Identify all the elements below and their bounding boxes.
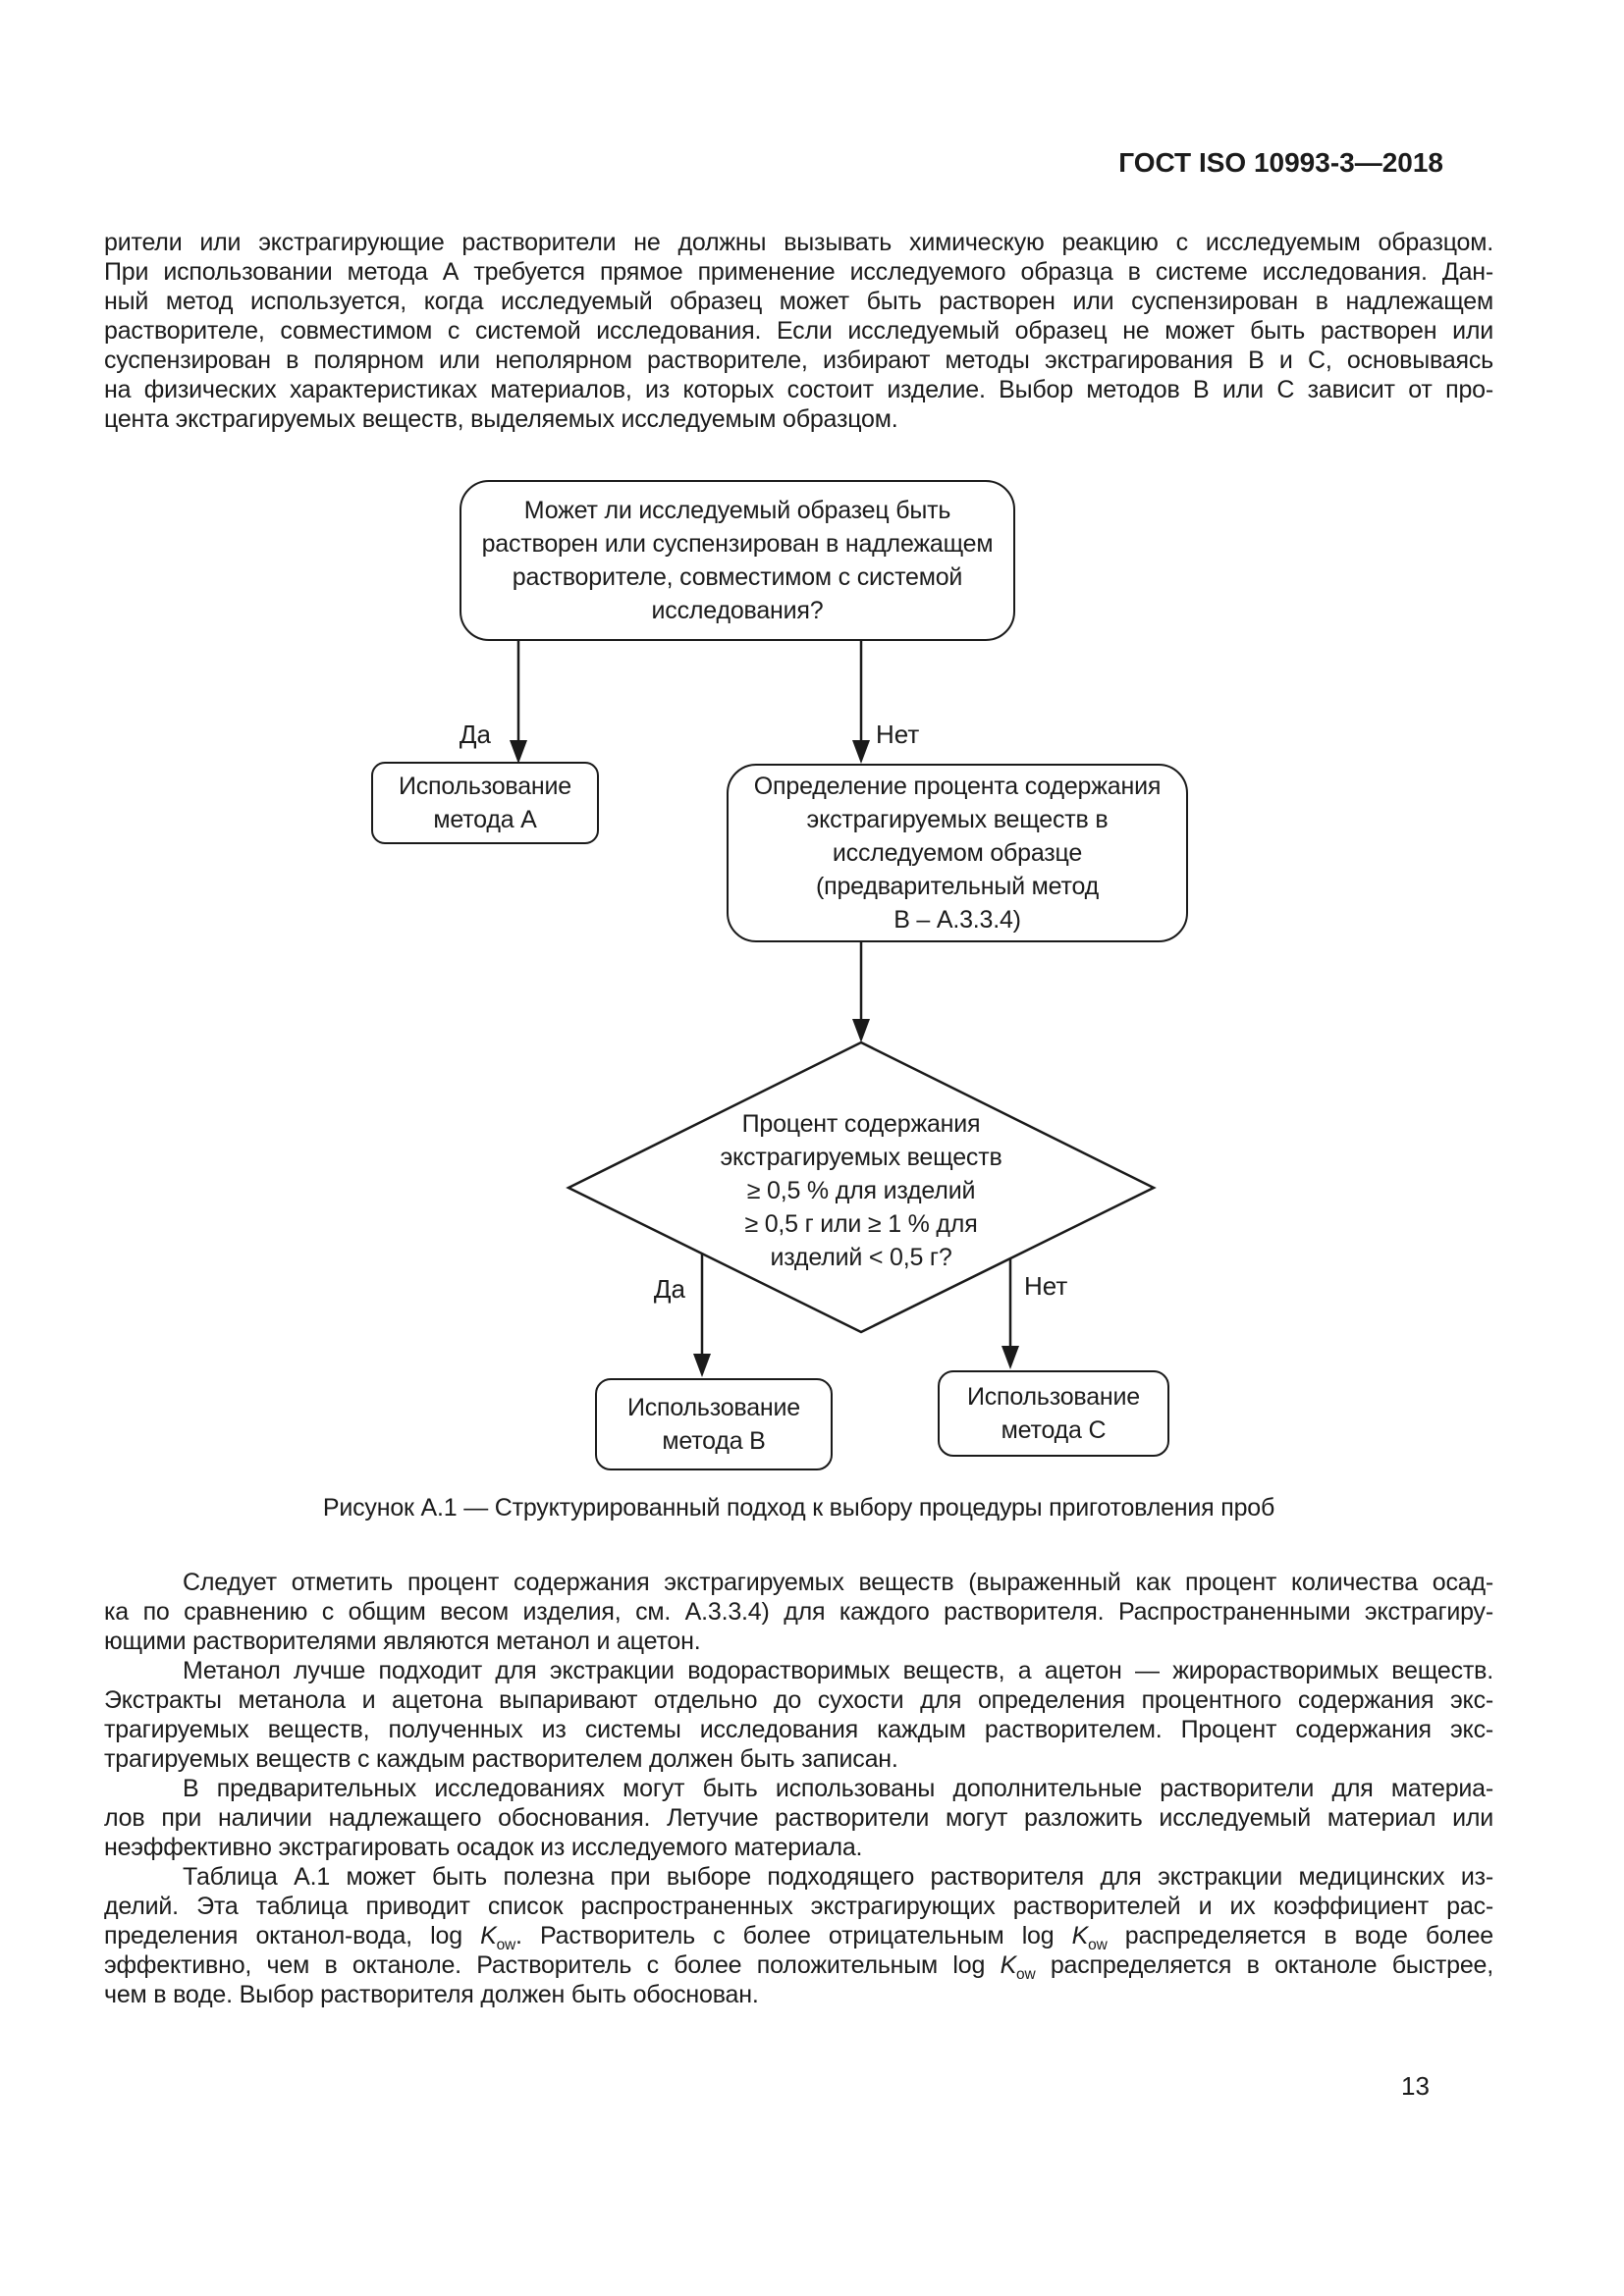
line-segment: . Растворитель с более отрицательным log	[515, 1922, 1072, 1949]
paragraph-line: лов при наличии надлежащего обоснования.…	[104, 1804, 1493, 1832]
paragraph-line: Следует отметить процент содержания экст…	[183, 1569, 1493, 1596]
node-percent-determination: Определение процента содержания экстраги…	[727, 764, 1188, 942]
arrowhead-no-2	[1001, 1346, 1019, 1369]
kow-subscript: ow	[1016, 1966, 1036, 1983]
kow-subscript: ow	[1088, 1937, 1108, 1953]
paragraph-line: В предварительных исследованиях могут бы…	[183, 1775, 1493, 1802]
paragraph-line: цента экстрагируемых веществ, выделяемых…	[104, 405, 898, 433]
decision-diamond-shape	[566, 1041, 1157, 1334]
figure-caption: Рисунок А.1 — Структурированный подход к…	[322, 1494, 1275, 1522]
page-header: ГОСТ ISO 10993-3—2018	[1118, 147, 1443, 178]
paragraph-line: Экстракты метанола и ацетона выпаривают …	[104, 1686, 1493, 1714]
kow-symbol: K	[1071, 1922, 1089, 1949]
paragraph-line: трагируемых веществ с каждым растворител…	[104, 1745, 898, 1773]
node-method-a: Использование метода А	[371, 762, 599, 844]
branch-label-no-1: Нет	[876, 720, 920, 749]
kow-subscript: ow	[496, 1937, 516, 1953]
node-method-c: Использование метода С	[938, 1370, 1169, 1457]
paragraph-methanol-acetone: Метанол лучше подходит для экстракции во…	[104, 1656, 1493, 1774]
paragraph-line: на физических характеристиках материалов…	[104, 376, 1493, 403]
paragraph-line: делий. Эта таблица приводит список распр…	[104, 1893, 1493, 1920]
paragraph-line: трагируемых веществ, полученных из систе…	[104, 1716, 1493, 1743]
branch-label-yes-2: Да	[653, 1274, 685, 1304]
paragraph-table-a1: Таблица А.1 может быть полезна при выбор…	[104, 1862, 1493, 2009]
paragraph-line: Метанол лучше подходит для экстракции во…	[183, 1657, 1493, 1684]
paragraph-line: ющими растворителями являются метанол и …	[104, 1628, 701, 1655]
node-method-b: Использование метода В	[595, 1378, 833, 1470]
paragraph-line: растворителе, совместимом с системой исс…	[104, 317, 1493, 345]
paragraph-line: ка по сравнению с общим весом изделия, с…	[104, 1598, 1493, 1626]
paragraph-line: эффективно, чем в октаноле. Растворитель…	[104, 1950, 1493, 1983]
arrowhead-to-diamond	[852, 1019, 870, 1042]
arrowhead-yes-1	[510, 740, 527, 764]
line-segment: распределяется в воде более	[1107, 1922, 1493, 1949]
arrowhead-yes-2	[693, 1354, 711, 1377]
paragraph-line: неэффективно экстрагировать осадок из ис…	[104, 1834, 863, 1861]
branch-label-yes-1: Да	[459, 720, 491, 749]
node-question-percent: Процент содержания экстрагируемых вещест…	[720, 1110, 1002, 1271]
kow-symbol: K	[480, 1922, 497, 1949]
node-question-solvent: Может ли исследуемый образец быть раство…	[460, 480, 1015, 641]
body-text: Следует отметить процент содержания экст…	[104, 1568, 1493, 2009]
intro-paragraph: рители или экстрагирующие растворители н…	[104, 228, 1493, 434]
paragraph-line: При использовании метода А требуется пря…	[104, 258, 1493, 286]
paragraph-line: Таблица А.1 может быть полезна при выбор…	[183, 1863, 1493, 1891]
page-number: 13	[1401, 2071, 1430, 2101]
paragraph-line: рители или экстрагирующие растворители н…	[104, 229, 1493, 256]
paragraph-line: суспензирован в полярном или неполярном …	[104, 347, 1493, 374]
paragraph-line: ный метод используется, когда исследуемы…	[104, 288, 1493, 315]
line-segment: эффективно, чем в октаноле. Растворитель…	[104, 1951, 1001, 1979]
branch-label-no-2: Нет	[1024, 1271, 1068, 1301]
arrowhead-no-1	[852, 740, 870, 764]
line-segment: пределения октанол-вода, log	[104, 1922, 481, 1949]
paragraph-line: пределения октанол-вода, log Kow. Раство…	[104, 1921, 1493, 1953]
line-segment: распределяется в октаноле быстрее,	[1035, 1951, 1493, 1979]
paragraph-preliminary-solvents: В предварительных исследованиях могут бы…	[104, 1774, 1493, 1862]
paragraph-line: чем в воде. Выбор растворителя должен бы…	[104, 1981, 759, 2008]
paragraph-solvent-note: Следует отметить процент содержания экст…	[104, 1568, 1493, 1656]
kow-symbol: K	[1000, 1951, 1017, 1979]
